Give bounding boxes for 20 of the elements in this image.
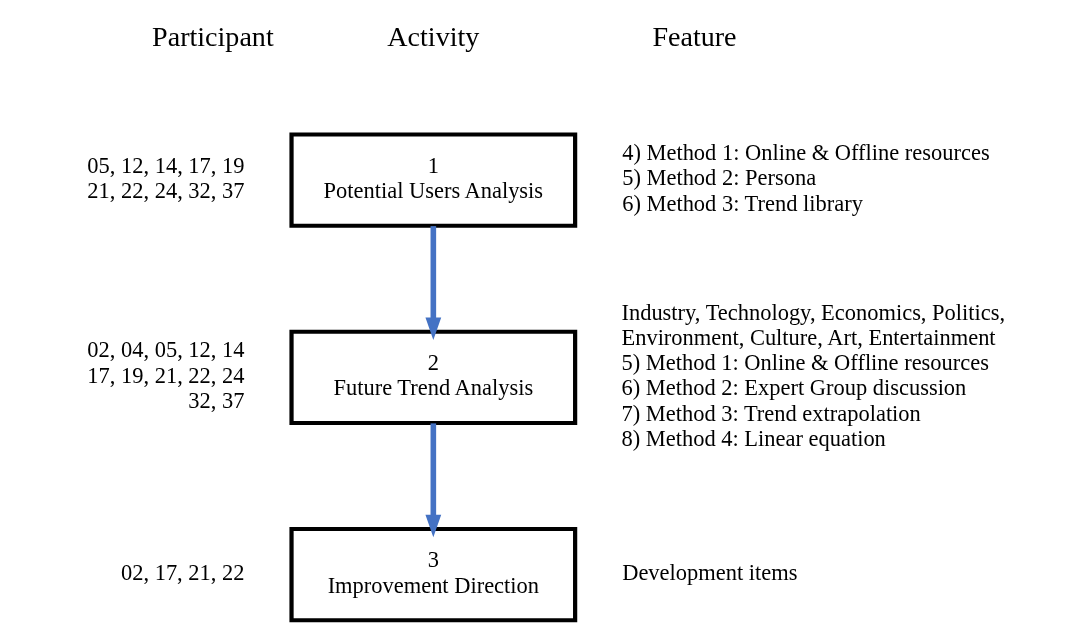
node-label: 02, 17, 21, 22 [120, 559, 244, 585]
node-label: Development items [621, 559, 797, 585]
arrow [424, 226, 441, 341]
node-label: 5) Method 2: Persona [621, 165, 816, 191]
label: Feature [651, 21, 737, 53]
arrow [424, 423, 441, 538]
node-label: Industry, Technology, Economics, Politics, Environment, Culture, Art, Entertainment [620, 299, 1005, 350]
node-label: 6) Method 2: Expert Group discussion [620, 375, 966, 401]
label: Activity [386, 21, 479, 53]
node-label: 02, 04, 05, 12, 14 17, 19, 21, 22, 24 32, 37 [86, 337, 244, 413]
node-label: 05, 12, 14, 17, 19 21, 22, 24, 32, 37 [86, 152, 244, 204]
node-box: 1 Potential Users Analysis [288, 132, 577, 228]
node-label: 5) Method 1: Online & Offline resources [620, 350, 989, 376]
node-label: 6) Method 3: Trend library [621, 190, 863, 216]
label: Participant [151, 21, 274, 53]
node-label: 7) Method 3: Trend extrapolation [620, 400, 921, 426]
node-box: 3 Improvement Direction [288, 526, 577, 623]
node-label: 8) Method 4: Linear equation [620, 425, 886, 451]
node-box: 2 Future Trend Analysis [288, 329, 577, 426]
node-label: 4) Method 1: Online & Offline resources [621, 140, 990, 166]
